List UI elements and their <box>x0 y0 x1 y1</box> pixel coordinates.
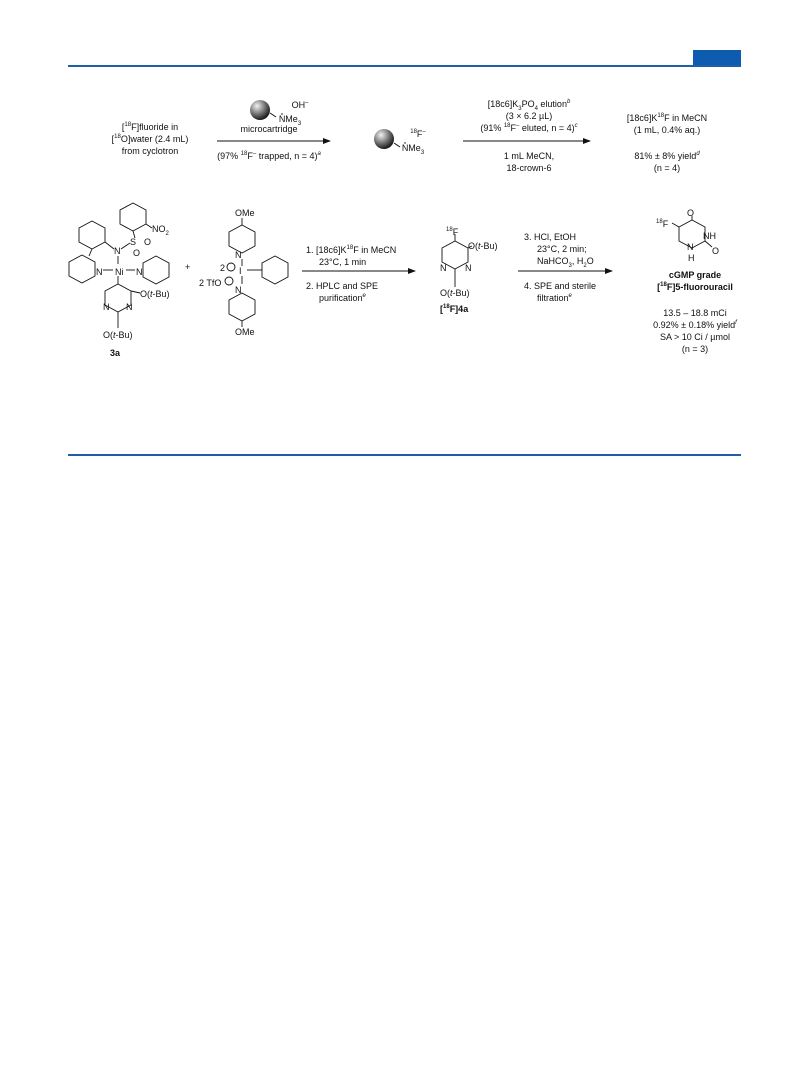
atom-n-top: N <box>235 250 242 260</box>
bottom-rule <box>68 454 741 456</box>
atom-n-pyridyl: N <box>96 267 103 277</box>
atom-i: I <box>239 266 242 276</box>
atom-charge-2: 2 <box>220 263 226 273</box>
atom-no2: NO2 <box>152 224 169 237</box>
atom-18f-intermediate: 18F <box>446 227 459 237</box>
atom-h-fu: H <box>688 253 695 263</box>
resin-group: N̊Me3 <box>278 114 302 127</box>
atom-n-int-2: N <box>465 263 472 273</box>
step2-arrow-below: 1 mL MeCN, 18-crown-6 <box>503 151 555 173</box>
atom-18f-fu: 18F <box>656 219 669 229</box>
compound-3a-label: 3a <box>110 348 121 358</box>
atom-otbu-2: O(t-Bu) <box>103 330 133 340</box>
step4-arrow-below: 4. SPE and sterile filtratione <box>524 281 597 303</box>
atom-tfo: 2 TfO <box>199 278 222 288</box>
step3-arrow-below: 2. HPLC and SPE purificatione <box>306 281 379 303</box>
header-tab <box>693 50 741 67</box>
atom-o-top-fu: O <box>687 208 695 218</box>
atom-o2: O <box>133 248 141 258</box>
atom-ome-top: OMe <box>235 208 255 218</box>
atom-n-pyr-1: N <box>103 302 110 312</box>
top-rule <box>68 65 741 67</box>
step4-arrow-above: 3. HCl, EtOH 23°C, 2 min; NaHCO3, H2O <box>524 232 594 269</box>
plus-sign: + <box>185 262 191 272</box>
atom-otbu-int-2: O(t-Bu) <box>440 288 470 298</box>
resin-bead-1 <box>250 100 270 120</box>
atom-n-sulfonamide: N <box>114 246 121 256</box>
atom-ome-bottom: OMe <box>235 327 255 337</box>
complex-3a-structure <box>68 202 170 328</box>
resin-product-fluoride: 18F– <box>410 129 426 139</box>
eluate-product: [18c6]K18F in MeCN (1 mL, 0.4% aq.) <box>626 113 708 135</box>
final-product-label: cGMP grade [18F]5-fluorouracil <box>657 270 733 292</box>
fluorouracil-structure <box>671 216 713 249</box>
atom-n-pyridine: N <box>136 267 143 277</box>
intermediate-structure <box>441 234 473 287</box>
atom-n-pyr-2: N <box>126 302 133 312</box>
step3-arrow-above: 1. [18c6]K18F in MeCN 23°C, 1 min <box>306 245 397 267</box>
final-product-data: 13.5 – 18.8 mCi 0.92% ± 0.18% yieldf SA … <box>653 308 737 354</box>
resin-bead-2 <box>374 129 394 149</box>
resin-counterion: OH– <box>291 100 309 110</box>
resin-product-group: N̊Me3 <box>401 143 425 156</box>
atom-n-int-1: N <box>440 263 447 273</box>
atom-nh-fu: NH <box>703 231 716 241</box>
atom-otbu-intermediate: O(t-Bu) <box>468 241 498 251</box>
step1-arrow-above: microcartridge <box>240 124 298 134</box>
atom-o1: O <box>144 237 152 247</box>
step2-arrow-above: [18c6]K3PO4 elutionb (3 × 6.2 µL) (91% 1… <box>480 99 578 133</box>
atom-n-bottom: N <box>235 285 242 295</box>
atom-ni: Ni <box>115 267 124 277</box>
eluate-yield: 81% ± 8% yieldd (n = 4) <box>634 151 700 173</box>
start-material-text: [18F]fluoride in [18O]water (2.4 mL) fro… <box>111 122 189 156</box>
intermediate-label: [18F]4a <box>440 304 469 314</box>
atom-s: S <box>130 237 137 247</box>
step1-arrow-below: (97% 18F– trapped, n = 4)a <box>217 151 321 161</box>
atom-otbu-1: O(t-Bu) <box>140 289 170 299</box>
oxidant-structure <box>224 218 289 327</box>
atom-o-right-fu: O <box>712 246 720 256</box>
